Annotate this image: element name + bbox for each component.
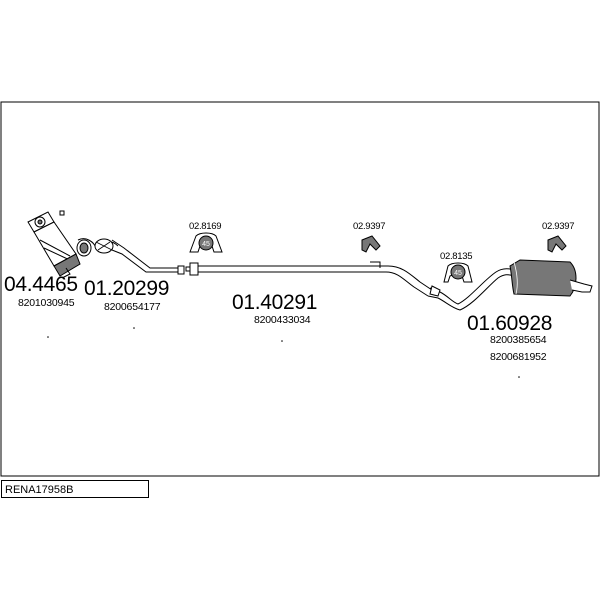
oe-number-rear-silencer-2: 8200681952 (490, 351, 547, 363)
rubber-hanger-icon (361, 235, 381, 253)
accessory-number-hanger-middle: 02.9397 (353, 221, 386, 232)
mount-clamp-icon (443, 262, 473, 283)
diagram-frame (0, 101, 600, 477)
catalytic-converter-part (27, 210, 81, 279)
middle-pipe-part (189, 261, 433, 297)
part-number-middle-pipe: 01.40291 (232, 291, 318, 314)
accessory-number-clamp-front: 02.8169 (189, 221, 222, 232)
oe-number-middle-pipe: 8200433034 (254, 314, 311, 326)
clamp-badge: 45 (454, 270, 462, 277)
rear-silencer-part (427, 259, 593, 311)
part-number-catalyst: 04.4465 (4, 273, 78, 296)
accessory-number-clamp-rear: 02.8135 (440, 251, 473, 262)
part-number-rear-silencer: 01.60928 (467, 312, 553, 335)
oe-number-catalyst: 8201030945 (18, 297, 75, 309)
mount-clamp-icon (189, 232, 223, 253)
reference-dot (281, 340, 283, 342)
part-number-front-pipe: 01.20299 (84, 277, 170, 300)
title-box: RENA17958B (1, 480, 149, 498)
clamp-badge: 45 (202, 241, 210, 248)
front-pipe-part (76, 238, 191, 275)
rubber-hanger-icon (547, 235, 567, 253)
oe-number-front-pipe: 8200654177 (104, 301, 161, 313)
diagram-title: RENA17958B (5, 484, 74, 496)
reference-dot (47, 336, 49, 338)
reference-dot (133, 327, 135, 329)
reference-dot (518, 376, 520, 378)
oe-number-rear-silencer-1: 8200385654 (490, 334, 547, 346)
accessory-number-hanger-rear: 02.9397 (542, 221, 575, 232)
